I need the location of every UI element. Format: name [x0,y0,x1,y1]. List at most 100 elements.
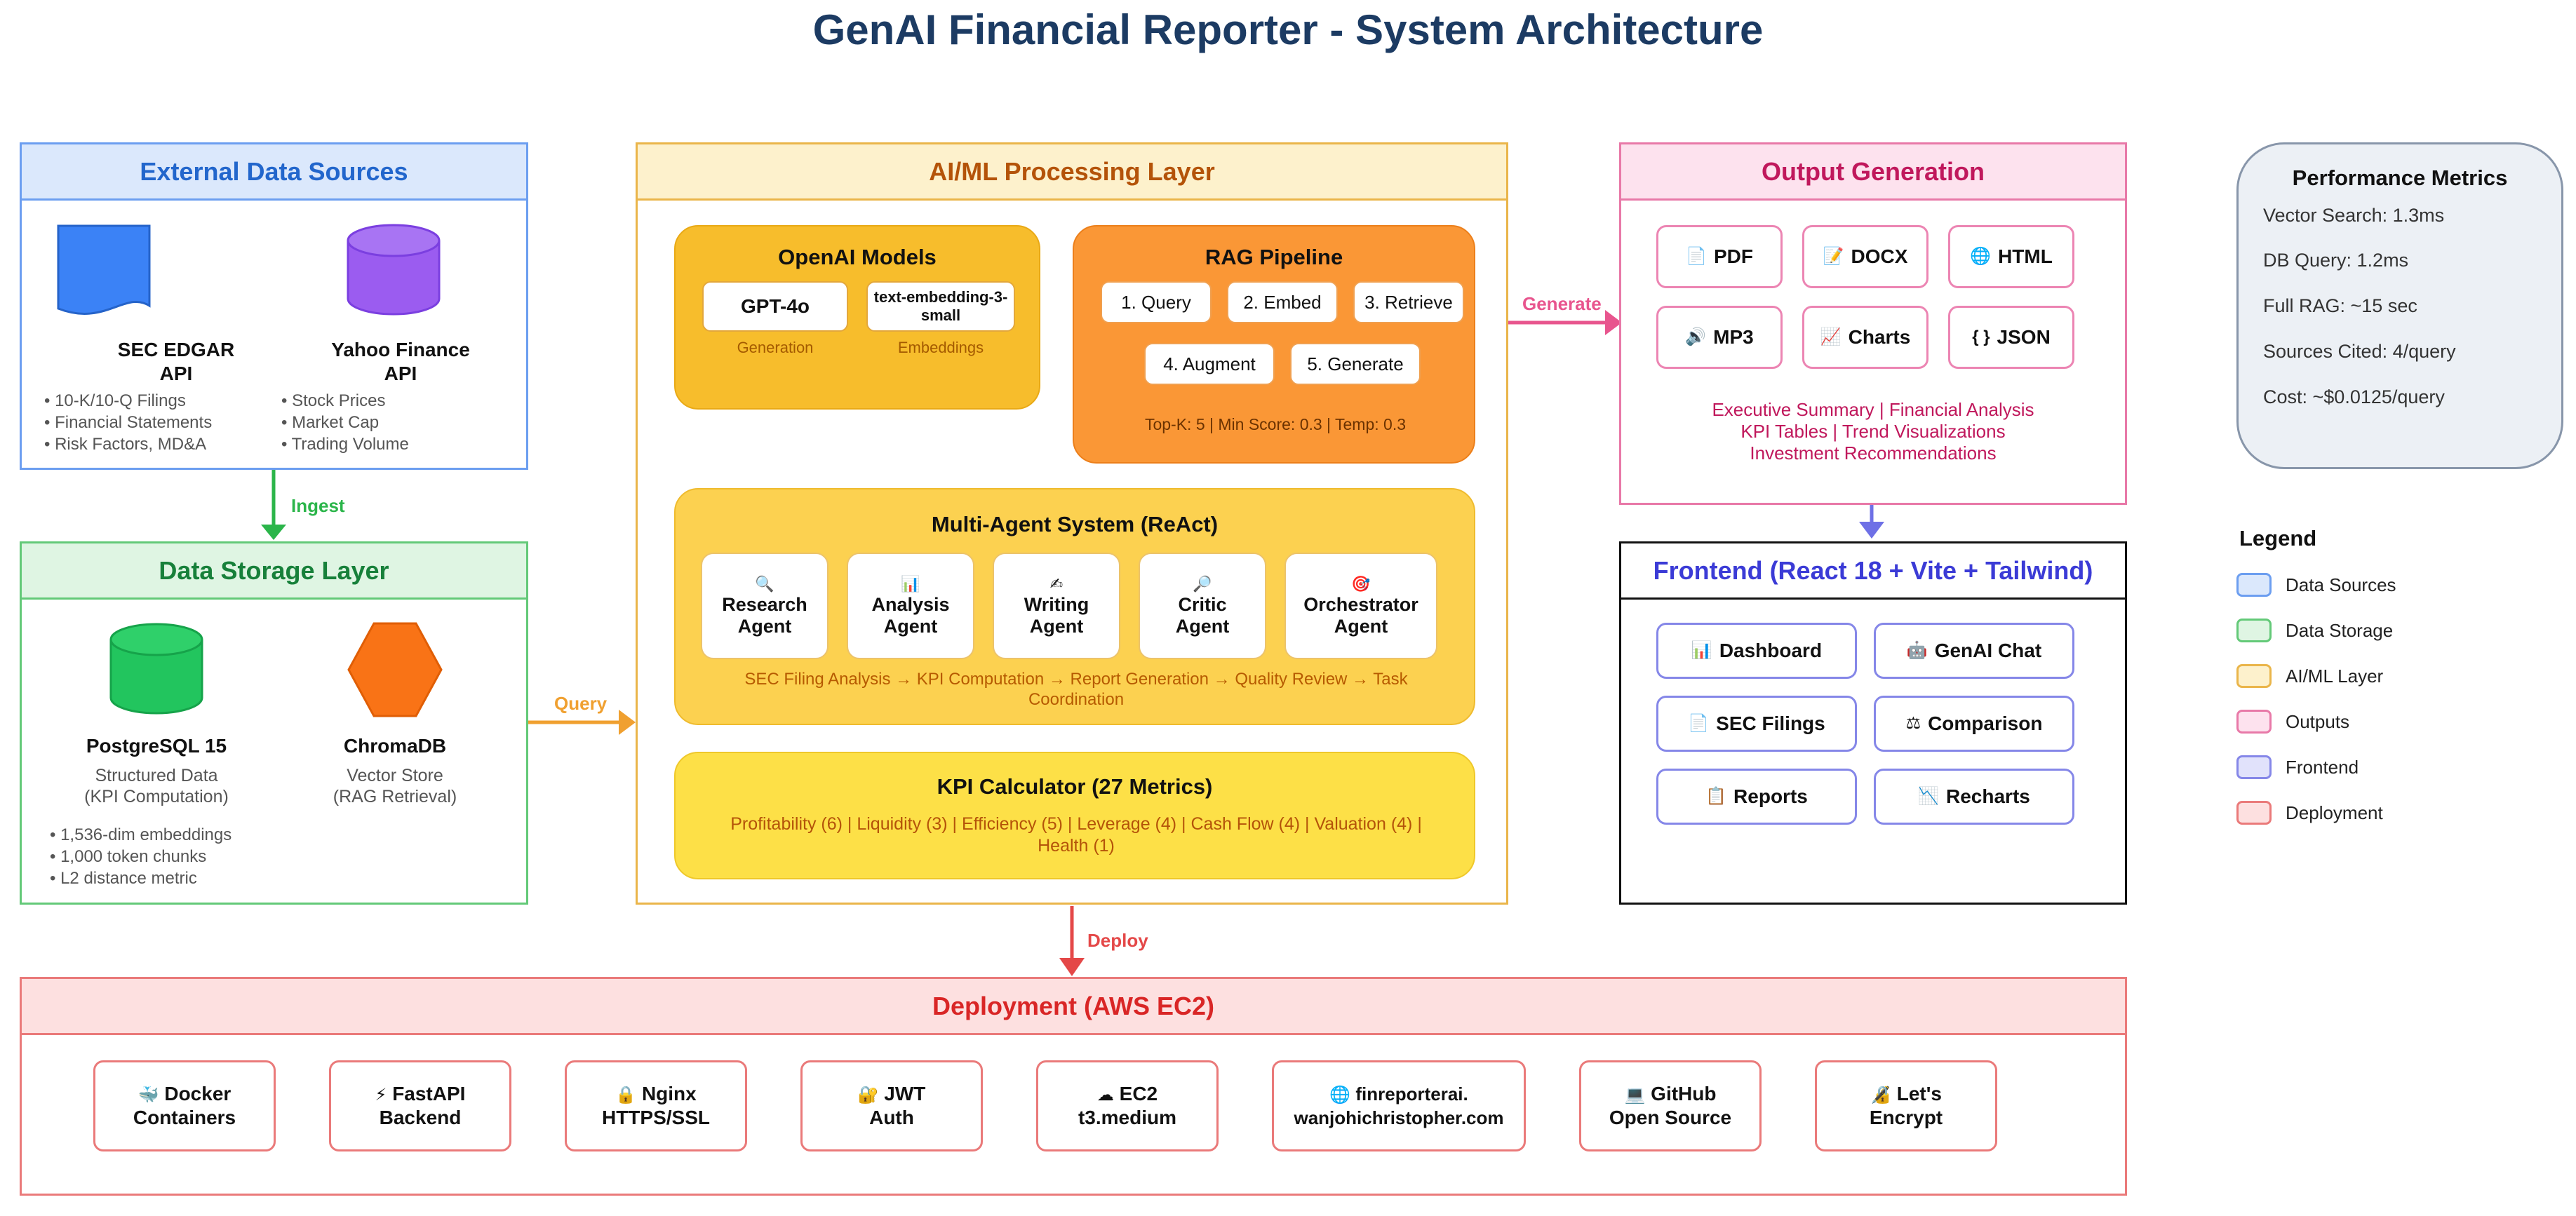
docker-component: 🐳 Docker Containers [93,1060,276,1151]
postgres-database-icon [109,623,203,715]
legend-title: Legend [2239,526,2317,550]
legend-item: Frontend [2236,753,2359,781]
external-data-sources-layer: External Data Sources SEC EDGAR API Yaho… [20,142,528,470]
multi-agent-title: Multi-Agent System (ReAct) [931,512,1219,536]
pdf-output: 📄PDF [1656,225,1783,288]
output-generation-layer: Output Generation 📄PDF 📝DOCX 🌐HTML 🔊MP3 … [1619,142,2127,505]
deployment-layer: Deployment (AWS EC2) 🐳 Docker Containers… [20,977,2127,1196]
database-icon [347,224,441,316]
document-icon [57,224,151,315]
signed-lock-icon: 🔏 [1870,1086,1891,1104]
kpi-calculator-title: KPI Calculator (27 Metrics) [937,774,1213,799]
sec-edgar-name-line1: SEC EDGAR [117,339,235,360]
dashboard-page: 📊Dashboard [1656,623,1857,679]
kpi-categories: Profitability (6) | Liquidity (3) | Effi… [690,813,1463,857]
storage-heading: Data Storage Layer [22,543,526,600]
chromadb-sub-line2: (RAG Retrieval) [333,787,457,806]
vector-store-icon [347,622,443,717]
legend-label: AI/ML Layer [2286,665,2384,687]
sec-edgar-name: SEC EDGAR API [78,338,274,386]
postgres-description: Structured Data (KPI Computation) [44,765,269,807]
component-detail: Containers [133,1107,236,1128]
writing-hand-icon: ✍ [1049,575,1064,593]
gpt-4o-model: GPT-4o [702,281,848,332]
external-heading: External Data Sources [22,144,526,201]
component-name: JWT [884,1083,926,1104]
metrics-title: Performance Metrics [2292,165,2508,190]
component-detail: wanjohichristopher.com [1294,1107,1504,1128]
component-detail: HTTPS/SSL [601,1107,710,1128]
format-label: HTML [1998,245,2053,267]
key-lock-icon: 🔐 [857,1086,879,1104]
braces-icon: { } [1972,327,1990,346]
agent-name: Orchestrator [1303,594,1418,615]
list-item: 1,536-dim embeddings [50,824,232,846]
list-item: Financial Statements [44,412,212,433]
list-item: Risk Factors, MD&A [44,433,212,455]
docx-output: 📝DOCX [1802,225,1928,288]
format-label: JSON [1997,326,2051,348]
multi-agent-panel: Multi-Agent System (ReAct) 🔍 Research Ag… [674,488,1475,725]
postgres-name: PostgreSQL 15 [86,735,227,757]
legend-label: Outputs [2286,710,2350,732]
nginx-component: 🔒 Nginx HTTPS/SSL [565,1060,747,1151]
genai-chat-page: 🤖GenAI Chat [1874,623,2074,679]
legend-item: Outputs [2236,708,2349,736]
metric-vector-search: Vector Search: 1.3ms [2263,205,2445,226]
rag-params: Top-K: 5 | Min Score: 0.3 | Temp: 0.3 [1144,415,1407,433]
embedding-model-line2: small [920,306,961,324]
component-name: EC2 [1119,1083,1158,1104]
agent-label: Agent [737,616,792,637]
frontend-layer: Frontend (React 18 + Vite + Tailwind) 📊D… [1619,541,2127,905]
bar-chart-icon: 📊 [901,575,920,593]
letsencrypt-component: 🔏 Let's Encrypt [1815,1060,1997,1151]
charts-output: 📈Charts [1802,306,1928,369]
legend-item: Data Storage [2236,616,2393,644]
legend-swatch [2236,801,2272,825]
whale-icon: 🐳 [137,1086,159,1104]
aiml-processing-layer: AI/ML Processing Layer OpenAI Models GPT… [636,142,1508,905]
generate-arrow [1508,310,1622,335]
agent-flow-line2: Coordination [1028,690,1125,709]
metric-db-query: DB Query: 1.2ms [2263,250,2409,271]
postgres-sub-line1: Structured Data [95,766,218,785]
query-label: Query [554,693,608,714]
legend-swatch [2236,710,2272,734]
aiml-heading: AI/ML Processing Layer [638,144,1506,201]
page-label: Dashboard [1719,640,1823,661]
legend-item: Data Sources [2236,571,2396,599]
kpi-calculator-panel: KPI Calculator (27 Metrics) Profitabilit… [674,752,1475,879]
yahoo-finance-bullets: Stock Prices Market Cap Trading Volume [281,390,409,455]
gpt-caption: Generation [737,339,814,356]
agent-label: Agent [1175,616,1230,637]
sec-edgar-bullets: 10-K/10-Q Filings Financial Statements R… [44,390,212,455]
kpi-categories-line2: Health (1) [1038,836,1115,856]
format-label: MP3 [1713,326,1754,348]
chromadb-sub-line1: Vector Store [347,766,443,785]
speaker-icon: 🔊 [1685,327,1707,346]
component-detail: t3.medium [1078,1107,1177,1128]
critic-agent: 🔎 Critic Agent [1139,553,1266,659]
domain-component: 🌐 finreporterai. wanjohichristopher.com [1272,1060,1526,1151]
list-item: 1,000 token chunks [50,846,232,867]
sec-filings-page: 📄SEC Filings [1656,696,1857,752]
page-label: Comparison [1928,712,2043,734]
deploy-arrow [1059,906,1085,976]
globe-icon: 🌐 [1329,1086,1351,1104]
legend-label: Data Sources [2286,574,2396,595]
component-name: Nginx [641,1083,697,1104]
deploy-label: Deploy [1087,930,1148,951]
agent-flow-description: SEC Filing Analysis → KPI Computation → … [690,669,1463,710]
github-component: 💻 GitHub Open Source [1579,1060,1762,1151]
legend-swatch [2236,619,2272,642]
scales-icon: ⚖ [1905,714,1921,733]
page-title: GenAI Financial Reporter - System Archit… [812,6,1764,53]
legend-label: Frontend [2286,756,2359,778]
yahoo-finance-name: Yahoo Finance API [302,338,499,386]
ingest-arrow [261,470,286,540]
query-arrow [528,710,636,735]
lock-icon: 🔒 [615,1086,637,1104]
frontend-heading: Frontend (React 18 + Vite + Tailwind) [1621,543,2125,600]
clipboard-icon: 📋 [1705,787,1727,806]
